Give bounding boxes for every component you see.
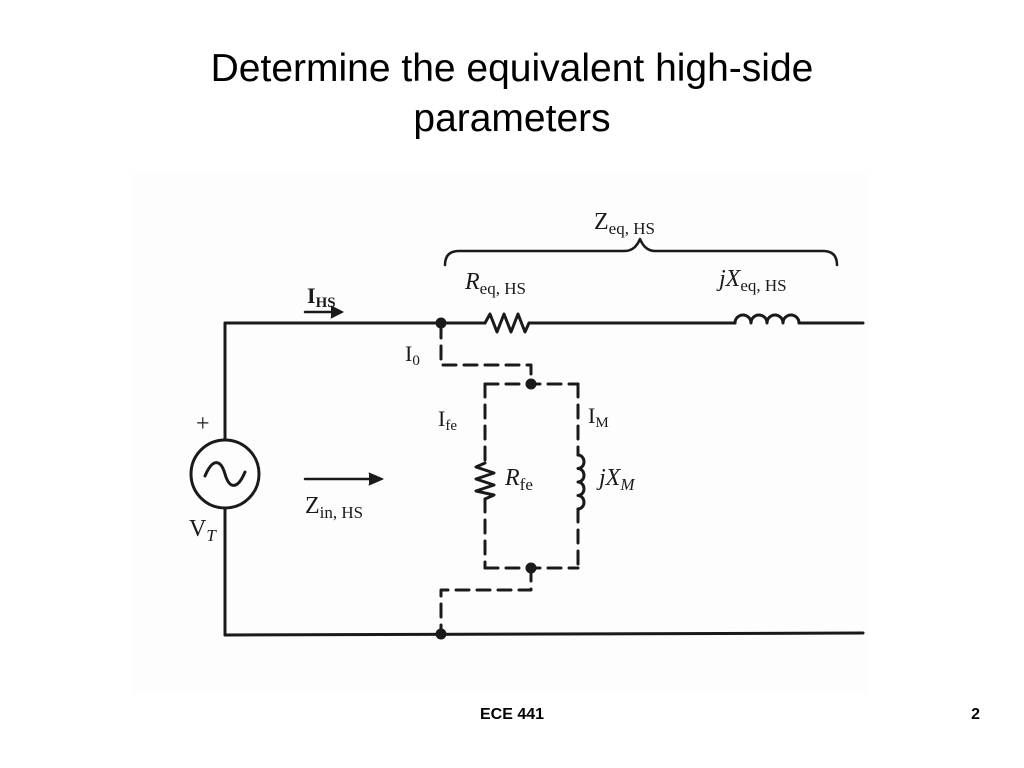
label-req: Req, HS bbox=[464, 269, 526, 298]
label-ihs-main: I bbox=[307, 283, 316, 308]
label-rfe-main: R bbox=[504, 465, 520, 491]
label-zin: Zin, HS bbox=[305, 493, 363, 522]
label-im: IM bbox=[588, 403, 609, 431]
label-vt-main: V bbox=[189, 516, 207, 542]
label-xm: jXM bbox=[596, 465, 635, 494]
label-rfe-sub: fe bbox=[520, 475, 533, 494]
label-zeq: Zeq, HS bbox=[594, 209, 655, 238]
label-ife: Ife bbox=[438, 406, 457, 434]
zin-arrow-head bbox=[368, 472, 384, 486]
label-vt: VT bbox=[189, 516, 217, 545]
label-xeq-main: X bbox=[725, 266, 742, 292]
label-ihs: IHS bbox=[307, 283, 336, 311]
label-im-sub: M bbox=[595, 415, 608, 431]
label-i0-main: I bbox=[405, 341, 412, 366]
label-xm-main: X bbox=[605, 465, 622, 491]
label-i0-sub: 0 bbox=[412, 353, 420, 369]
label-i0: I0 bbox=[405, 341, 420, 369]
label-rfe: Rfe bbox=[504, 465, 533, 494]
label-im-main: I bbox=[588, 403, 595, 428]
voltage-source-icon bbox=[189, 438, 261, 510]
label-req-sub: eq, HS bbox=[480, 279, 526, 298]
inductor-xeq bbox=[733, 313, 801, 325]
bottom-wire bbox=[223, 631, 865, 637]
label-ihs-sub: HS bbox=[316, 295, 336, 311]
inductor-xm bbox=[576, 453, 586, 511]
label-zin-main: Z bbox=[305, 493, 320, 519]
label-xeq: jXeq, HS bbox=[716, 266, 787, 295]
zeq-brace bbox=[443, 237, 839, 267]
slide-title: Determine the equivalent high-side param… bbox=[112, 44, 912, 144]
resistor-rfe bbox=[474, 461, 496, 501]
label-xm-prefix: j bbox=[596, 465, 606, 491]
label-xeq-sub: eq, HS bbox=[740, 276, 786, 295]
current-arrow-ihs-head bbox=[330, 305, 344, 319]
label-zin-sub: in, HS bbox=[320, 503, 363, 522]
label-zeq-sub: eq, HS bbox=[609, 219, 655, 238]
circuit-diagram: Zeq, HS Req, HS jXeq, HS IHS I0 Ife IM R… bbox=[133, 173, 868, 693]
slide-title-line-1: Determine the equivalent high-side bbox=[210, 47, 814, 90]
label-vt-sub: T bbox=[206, 526, 217, 545]
resistor-req bbox=[483, 312, 531, 334]
footer-course-label: ECE 441 bbox=[479, 706, 545, 723]
label-req-main: R bbox=[464, 269, 480, 295]
footer-page-number: 2 bbox=[971, 706, 980, 723]
label-zeq-main: Z bbox=[594, 209, 609, 235]
label-xm-sub: M bbox=[619, 475, 635, 494]
label-ife-main: I bbox=[438, 406, 445, 431]
label-ife-sub: fe bbox=[445, 418, 457, 434]
label-xeq-prefix: j bbox=[716, 266, 726, 292]
slide-title-line-2: parameters bbox=[413, 97, 611, 140]
excitation-branch bbox=[439, 323, 580, 636]
label-plus: + bbox=[196, 411, 210, 437]
